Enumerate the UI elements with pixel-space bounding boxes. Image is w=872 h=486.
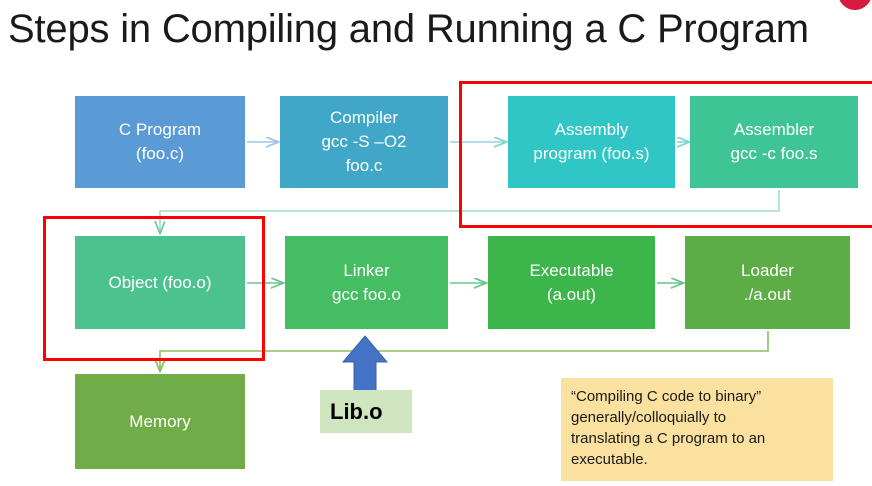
process-box-object[interactable]: Object (foo.o) — [75, 236, 245, 329]
process-box-memory[interactable]: Memory — [75, 374, 245, 469]
process-box-executable[interactable]: Executable (a.out) — [488, 236, 655, 329]
box-line: Object (foo.o) — [108, 272, 212, 292]
box-line: C Program — [118, 120, 202, 139]
box-line: program (foo.s) — [533, 144, 650, 163]
box-line: (a.out) — [546, 284, 597, 304]
process-box-assembler[interactable]: Assembler gcc -c foo.s — [690, 96, 858, 188]
box-line: Executable — [529, 260, 614, 280]
note-line: executable. — [571, 451, 648, 468]
box-line: gcc -S –O2 — [321, 132, 407, 151]
lib-object-box[interactable]: Lib.o — [320, 390, 412, 433]
box-line: gcc -c foo.s — [730, 144, 818, 163]
highlight-rect-object-stage — [43, 216, 265, 361]
box-line: (foo.c) — [135, 144, 185, 163]
note-line: translating a C program to an — [571, 430, 766, 447]
process-box-compiler[interactable]: Compiler gcc -S –O2 foo.c — [280, 96, 448, 188]
accent-dot-decoration — [838, 0, 872, 10]
page-title: Steps in Compiling and Running a C Progr… — [8, 7, 809, 51]
note-line: “Compiling C code to binary” — [571, 388, 762, 405]
process-box-loader[interactable]: Loader ./a.out — [685, 236, 850, 329]
process-box-c-program[interactable]: C Program (foo.c) — [75, 96, 245, 188]
box-line: Assembly — [554, 120, 629, 139]
highlight-rect-assembly-stage — [459, 81, 872, 228]
box-line: gcc foo.o — [332, 284, 401, 304]
callout-note: “Compiling C code to binary” generally/c… — [561, 378, 833, 481]
box-line: foo.c — [345, 156, 383, 175]
box-line: Memory — [129, 411, 191, 431]
box-line: Linker — [343, 260, 390, 280]
box-line: Compiler — [329, 108, 399, 127]
lib-object-label: Lib.o — [330, 398, 383, 424]
box-line: Loader — [741, 260, 794, 280]
process-box-linker[interactable]: Linker gcc foo.o — [285, 236, 448, 329]
note-line: generally/colloquially to — [571, 409, 727, 426]
box-line: ./a.out — [743, 284, 792, 304]
box-line: Assembler — [733, 120, 815, 139]
process-box-assembly-program[interactable]: Assembly program (foo.s) — [508, 96, 675, 188]
